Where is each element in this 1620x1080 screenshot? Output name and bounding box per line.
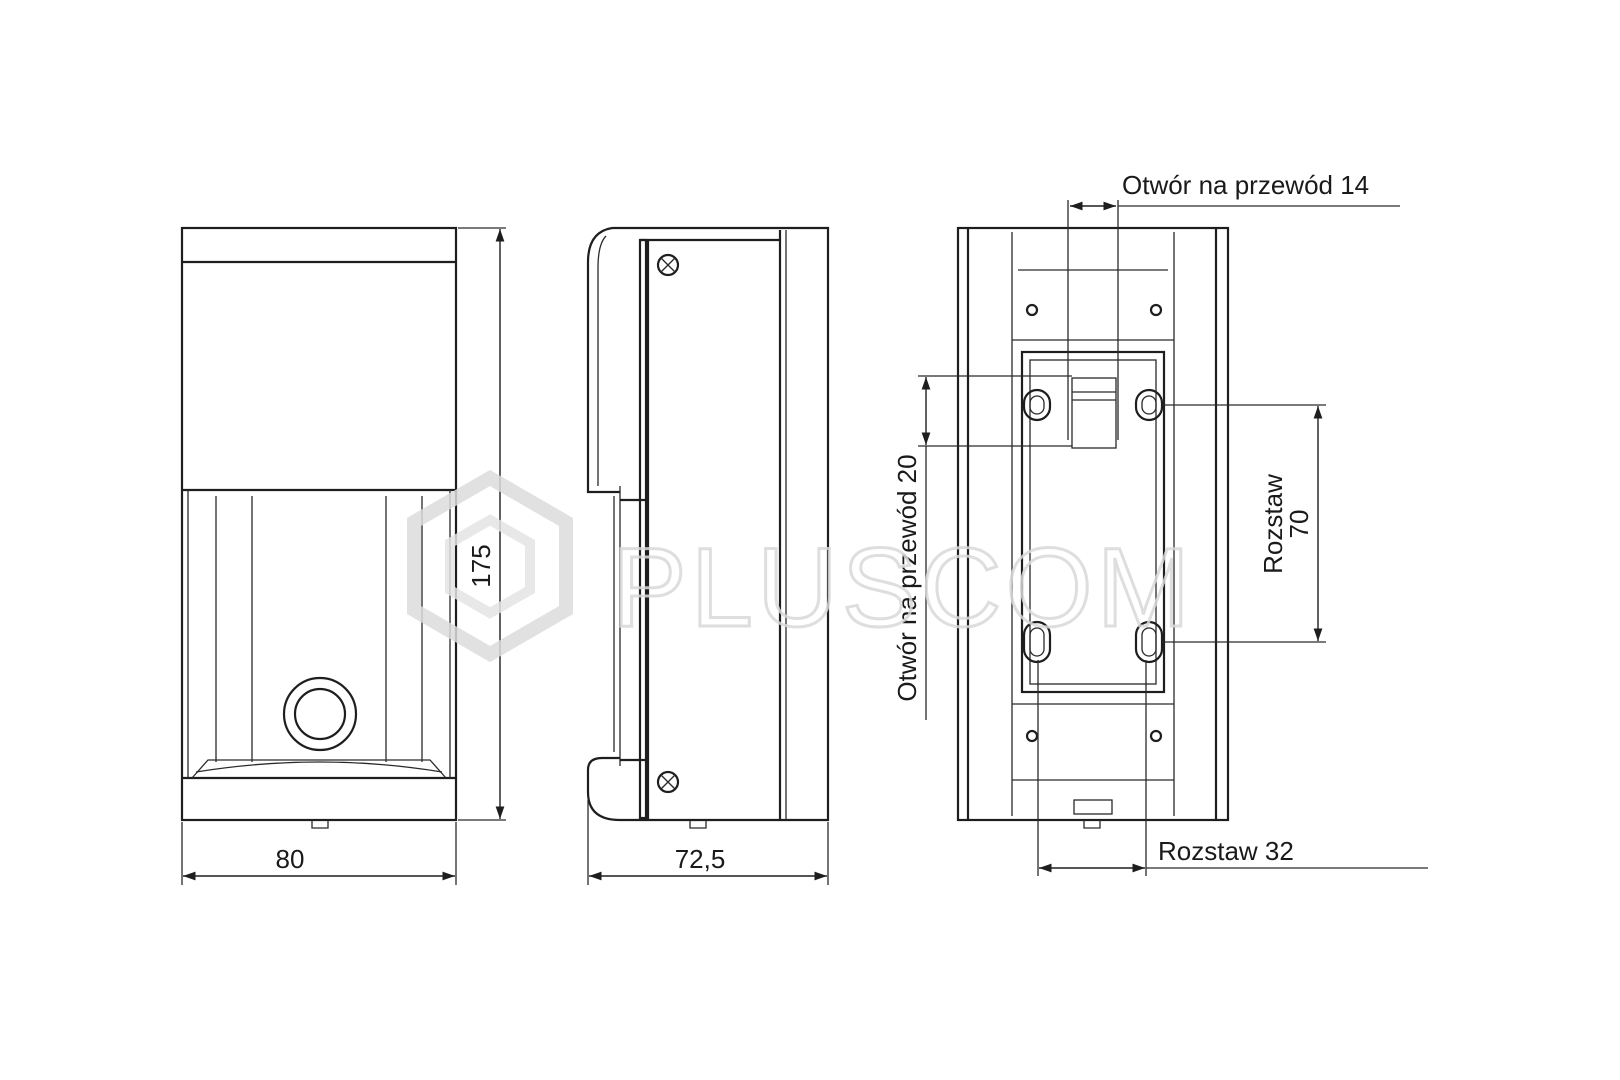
back-view xyxy=(956,226,1230,829)
screw-top-icon xyxy=(656,253,680,277)
front-width-label: 80 xyxy=(276,844,305,874)
front-width-dimension: 80 xyxy=(181,822,457,885)
cable-gland-inner xyxy=(293,687,347,741)
spacing-70-label-1: Rozstaw xyxy=(1258,474,1288,574)
cable-hole-14-label: Otwór na przewód 14 xyxy=(1122,170,1369,200)
side-depth-label: 72,5 xyxy=(675,844,726,874)
watermark-text: PLUSCOM xyxy=(612,525,1194,650)
hexagon-logo-icon xyxy=(407,469,573,663)
slot-hole-icon xyxy=(1022,620,1052,664)
front-height-label: 175 xyxy=(466,544,496,587)
spacing-32-label: Rozstaw 32 xyxy=(1158,836,1294,866)
mount-hole-icon xyxy=(1025,303,1039,317)
slot-hole-icon xyxy=(1022,388,1052,422)
side-outline xyxy=(586,226,830,822)
mount-hole-icon xyxy=(1149,303,1163,317)
spacing-70-label-2: 70 xyxy=(1284,510,1314,539)
cable-gland-outer xyxy=(282,676,358,752)
spacing-32-dimension: Rozstaw 32 xyxy=(1037,660,1428,876)
screw-bottom-icon xyxy=(656,770,680,794)
watermark: PLUSCOM xyxy=(407,469,1194,663)
slot-hole-icon xyxy=(1134,388,1164,422)
front-outline xyxy=(180,226,458,822)
side-view xyxy=(586,226,830,829)
cable-hole-20-label: Otwór na przewód 20 xyxy=(892,454,922,701)
cable-hole-14-dimension: Otwór na przewód 14 xyxy=(1067,170,1400,440)
mount-hole-icon xyxy=(1025,729,1039,743)
spacing-70-dimension: Rozstaw 70 xyxy=(1162,404,1326,643)
back-outline xyxy=(956,226,1230,822)
cable-hole-20-dimension: Otwór na przewód 20 xyxy=(892,375,1072,720)
side-depth-dimension: 72,5 xyxy=(587,800,829,885)
mount-hole-icon xyxy=(1149,729,1163,743)
